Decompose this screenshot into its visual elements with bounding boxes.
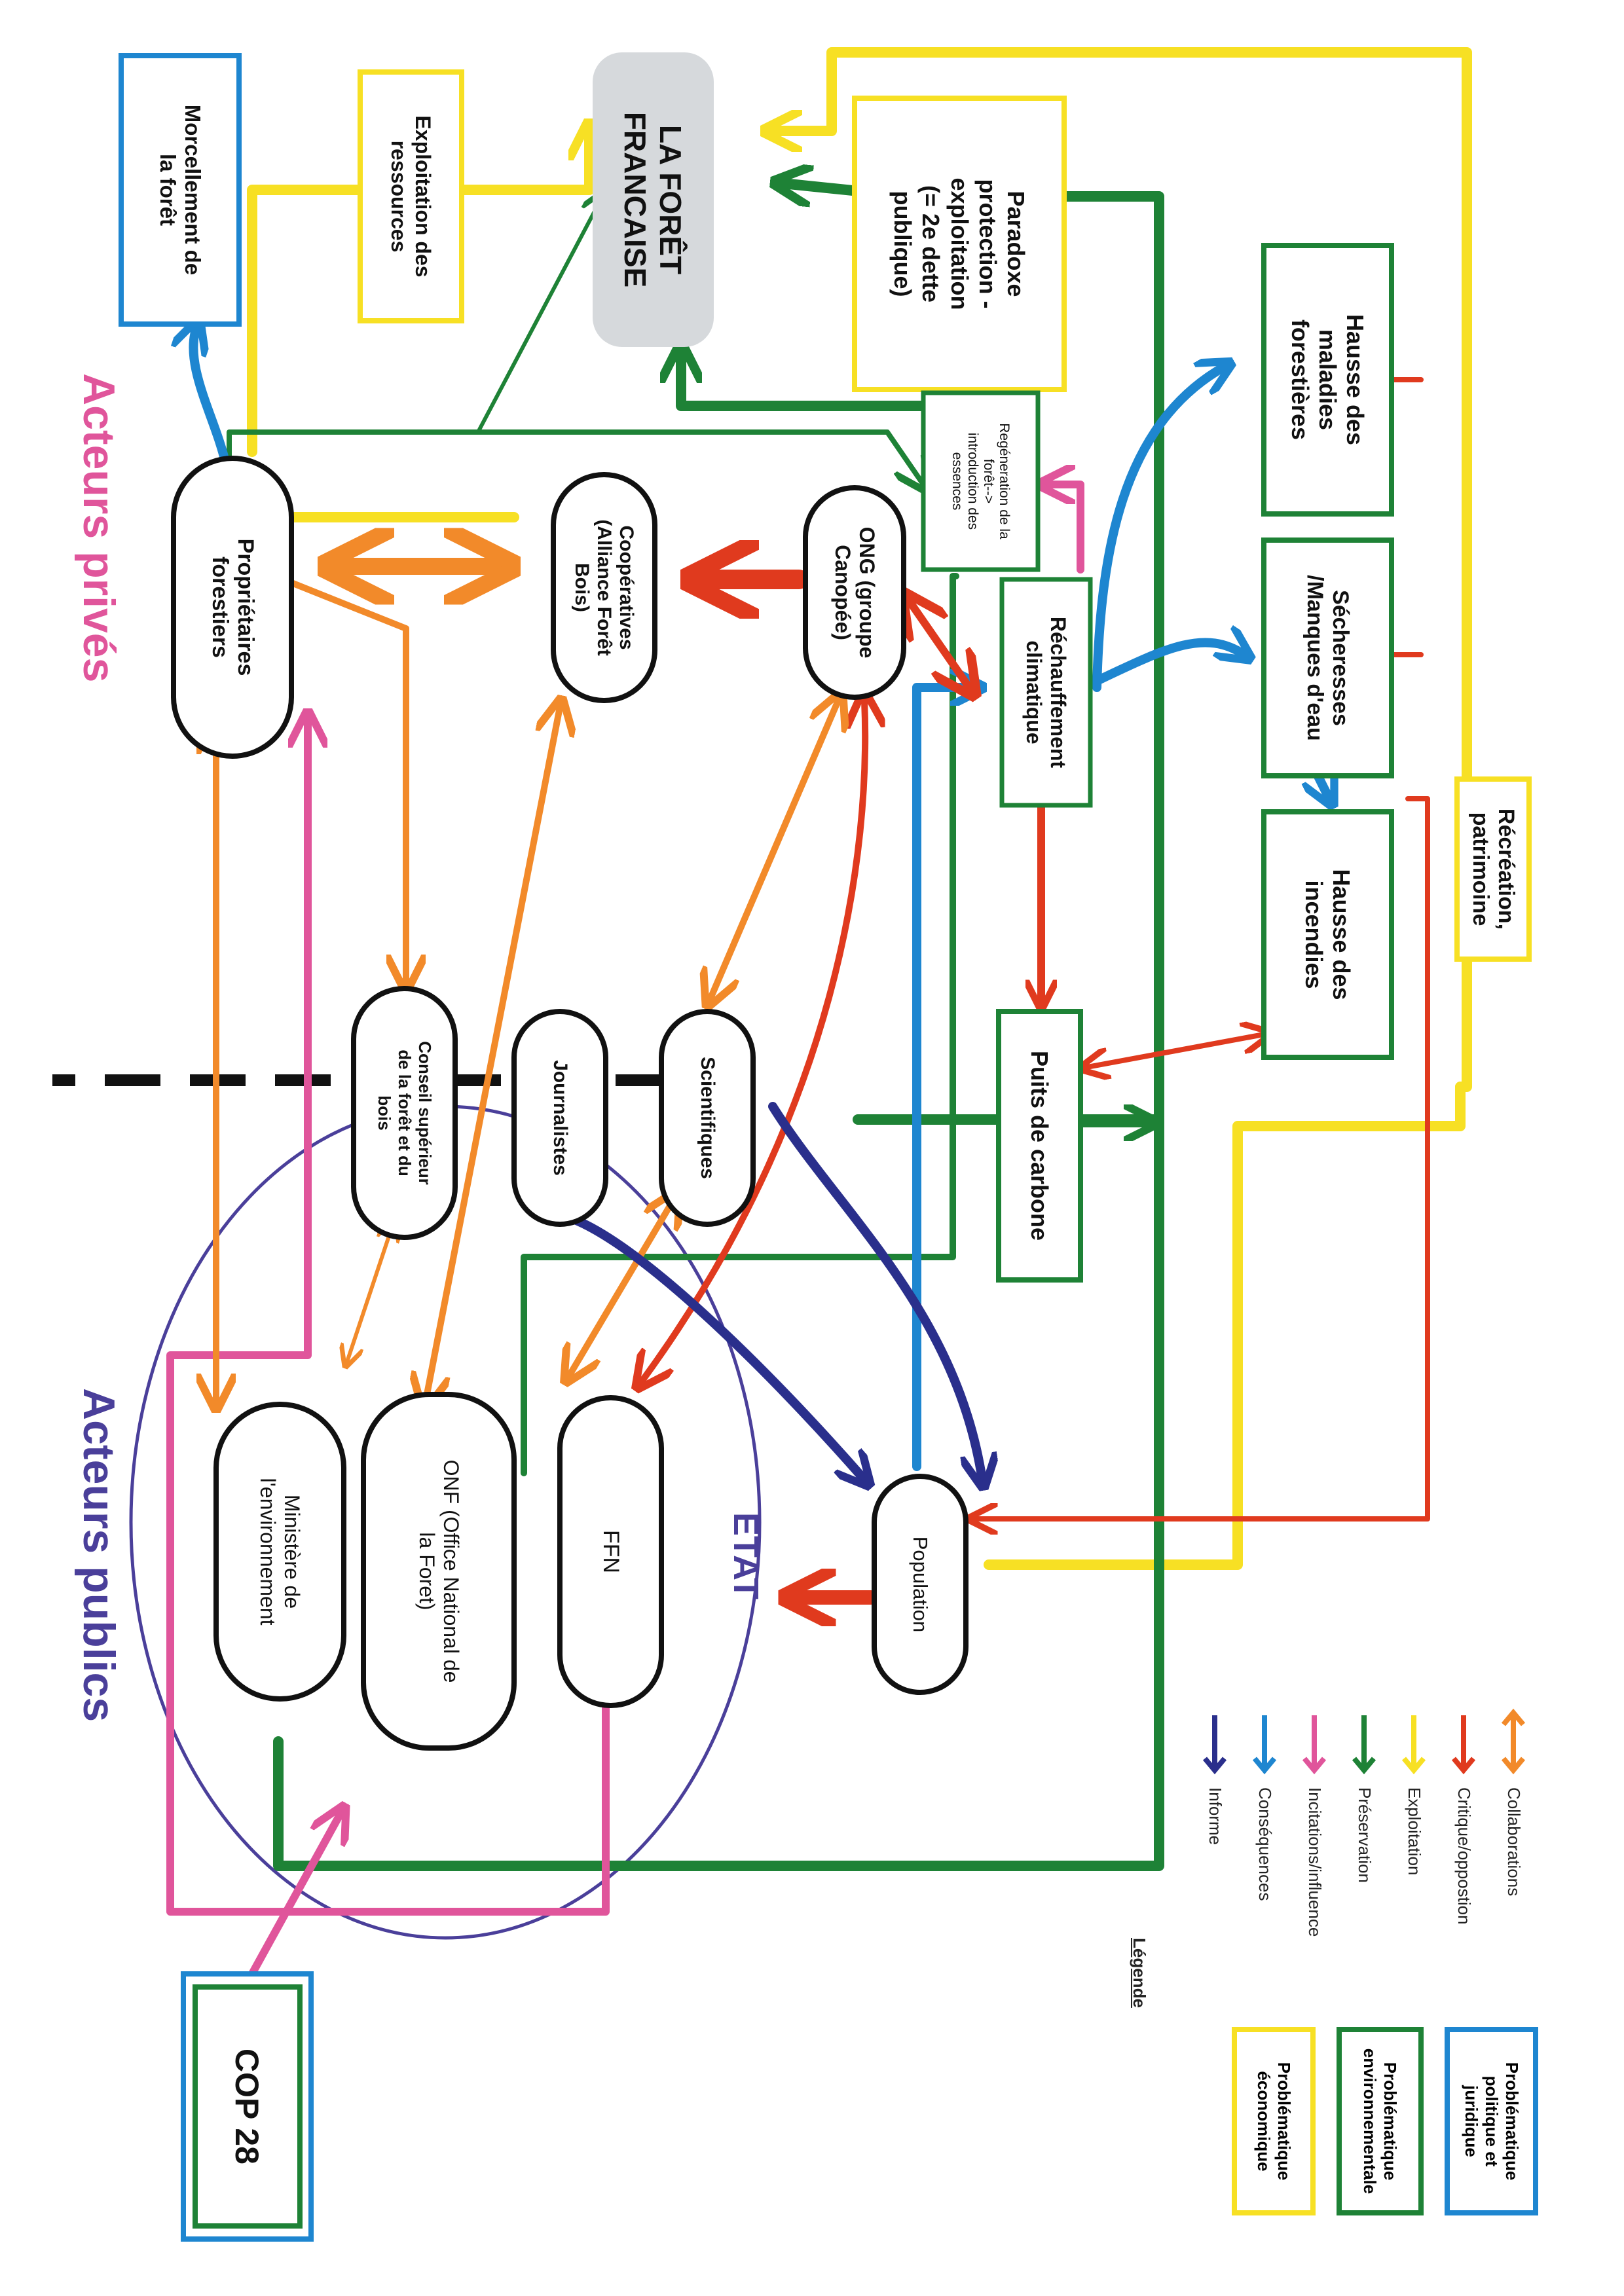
cop28-outer-box — [181, 1971, 314, 2242]
legend-box-economic — [1232, 2027, 1316, 2215]
cooperatives-node-shape — [551, 472, 657, 703]
legend-label-6: Collaborations — [1504, 1787, 1524, 1897]
secheresses-node[interactable]: Sécheresses /Manques d'eau — [1302, 575, 1354, 741]
recreation-node[interactable]: Récréation, patrimoine — [1468, 808, 1519, 930]
legend-title: Légende — [1130, 1938, 1149, 2008]
orange-scientifiques-ffn — [570, 1198, 674, 1375]
legend-arrowhead-5 — [1451, 1757, 1476, 1775]
scientifiques-node[interactable]: Scientifiques — [697, 1057, 718, 1179]
rechauffement-box — [999, 577, 1093, 808]
public-actors-title: Acteurs publics — [74, 1388, 124, 1722]
yellow-recreation-to-foret — [773, 47, 1472, 1092]
legend-environmental-label: Problématique environnementale — [1360, 2048, 1401, 2195]
navy-scientifiques-to-population — [768, 1102, 982, 1480]
legend-box-political — [1445, 2027, 1538, 2215]
morcellement-node[interactable]: Morcellement de la forêt — [156, 104, 205, 276]
legend-arrowhead-4 — [1401, 1757, 1426, 1775]
legend-arrowhead-0 — [1202, 1757, 1227, 1775]
exploitation-box — [358, 69, 464, 323]
orange-proprietaires-conseil — [272, 573, 406, 982]
secheresses-box — [1261, 538, 1394, 778]
orange-cooperatives-onf — [426, 707, 560, 1401]
journalistes-node-shape — [511, 1009, 608, 1227]
blue-proprietaires-to-morcellement — [193, 327, 231, 469]
legend-label-5: Critique/oppostion — [1454, 1787, 1474, 1925]
foret-node[interactable]: LA FORÊT FRANCAISE — [618, 111, 688, 288]
ministere-node-shape — [213, 1402, 346, 1702]
incendies-node[interactable]: Hausse des incendies — [1301, 869, 1356, 1000]
pink-ffn-ministere-to-proprietaires — [166, 720, 610, 1916]
blue-population-to-rechauffement — [912, 687, 976, 1471]
legend-label-4: Exploitation — [1405, 1787, 1424, 1876]
green-proprietaires-to-foret — [476, 196, 602, 434]
cop28-node[interactable]: COP 28 — [229, 2049, 266, 2164]
green-proprietaires-to-regeneration — [227, 429, 923, 484]
paradoxe-box — [852, 96, 1067, 392]
recreation-box — [1454, 776, 1532, 962]
conseil-node[interactable]: Conseil supérieur de la forêt et du bois — [375, 1041, 435, 1185]
orange-conseil-ministere — [347, 1224, 393, 1362]
legend-label-2: Incitations/influence — [1305, 1787, 1325, 1937]
journalistes-node[interactable]: Journalistes — [549, 1060, 571, 1176]
maladies-box — [1261, 243, 1394, 517]
exploitation-ressources-node[interactable]: Exploitation des ressources — [387, 115, 435, 278]
legend-label-3: Préservation — [1355, 1787, 1375, 1883]
blue-rechauffement-to-maladies — [1092, 367, 1225, 692]
proprietaires-node-shape — [171, 456, 294, 759]
regeneration-node[interactable]: Regéneration de la forêt--> introduction… — [950, 423, 1012, 539]
red-maladies-etc-to-population — [976, 796, 1430, 1519]
navy-journalistes-to-population — [565, 1213, 864, 1480]
legend-label-0: Informe — [1206, 1787, 1225, 1846]
regeneration-box — [921, 390, 1041, 572]
puits-node[interactable]: Puits de carbone — [1026, 1050, 1054, 1241]
ong-node-shape — [803, 485, 906, 700]
legend-arrowhead-6 — [1501, 1757, 1526, 1775]
population-node[interactable]: Population — [909, 1536, 932, 1633]
ong-node[interactable]: ONG (groupe Canopée) — [831, 526, 879, 659]
proprietaires-node[interactable]: Propriétaires forestiers — [208, 538, 258, 676]
cop28-inner-box — [193, 1984, 303, 2229]
private-actors-title: Acteurs privés — [74, 373, 124, 683]
ffn-node[interactable]: FFN — [599, 1529, 623, 1574]
morcellement-box — [119, 53, 242, 327]
legend-arrowhead-6 — [1501, 1708, 1526, 1726]
rechauffement-node[interactable]: Réchauffement climatique — [1022, 616, 1071, 769]
maladies-node[interactable]: Hausse des maladies forestières — [1287, 314, 1369, 446]
ffn-node-shape — [557, 1395, 664, 1708]
incendies-box — [1261, 809, 1394, 1060]
blue-rechauffement-to-secheresses — [1092, 642, 1244, 685]
red-incendies-puits — [1087, 1034, 1264, 1067]
foret-node-shape — [593, 52, 714, 347]
etat-label: ETAT — [726, 1512, 766, 1599]
puits-box — [996, 1009, 1083, 1283]
red-ong-to-rechauffement — [910, 602, 969, 687]
legend-label-1: Conséquences — [1255, 1787, 1275, 1901]
cooperatives-node[interactable]: Coopératives (Alliance Forêt Bois) — [571, 519, 638, 656]
legend-political-label: Problématique politique et juridique — [1462, 2062, 1522, 2181]
legend-arrowhead-2 — [1302, 1757, 1327, 1775]
legend-box-environmental — [1337, 2027, 1424, 2215]
population-node-shape — [872, 1474, 969, 1695]
legend-economic-label: Problématique économique — [1254, 2062, 1294, 2181]
orange-ong-scientifiques — [710, 701, 838, 998]
paradoxe-node[interactable]: Paradoxe protection - exploitation (= 2e… — [889, 177, 1029, 310]
scientifiques-node-shape — [659, 1009, 756, 1227]
legend-swatches — [1202, 1708, 1526, 1775]
pink-rechauffement-to-regeneration — [1048, 484, 1084, 574]
onf-node-shape — [361, 1392, 517, 1751]
legend-arrowhead-1 — [1252, 1757, 1277, 1775]
ministere-node[interactable]: Ministère de l'environnement — [256, 1478, 304, 1626]
conseil-node-shape — [351, 986, 458, 1240]
onf-node[interactable]: ONF (Office National de la Foret) — [415, 1459, 463, 1683]
legend-arrowhead-3 — [1352, 1757, 1376, 1775]
green-regeneration-to-foret — [681, 354, 1001, 411]
